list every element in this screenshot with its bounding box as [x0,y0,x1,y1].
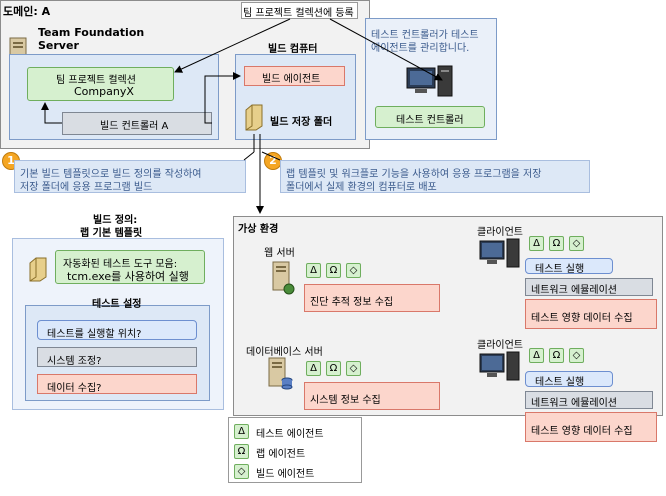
build-definition-subtitle: 랩 기본 템플릿 [80,228,143,239]
test-tools-line1: 자동화된 테스트 도구 모음: [63,259,178,270]
tfs-title-line2: Server [38,39,79,52]
client2-computer-icon [478,351,522,383]
client1-network-emulation[interactable] [525,278,653,296]
web-server-box-label: 진단 추적 정보 수집 [310,297,394,308]
client1-test-agent-icon: Δ [529,236,544,251]
legend-test-agent: 테스트 에이전트 [256,429,324,440]
legend-build-agent-icon: ◇ [234,464,249,479]
step1-line1: 기본 빌드 템플릿으로 빌드 정의를 작성하여 [20,169,202,180]
system-tuning-label: 시스템 조정? [47,356,102,367]
collection-name: CompanyX [74,85,134,98]
legend-lab-agent-icon: Ω [234,444,249,459]
build-computer-title: 빌드 컴퓨터 [268,44,318,55]
build-agent-label: 빌드 에이전트 [262,74,321,85]
client2-test-impact[interactable] [525,412,657,442]
build-agent-box[interactable] [244,66,345,86]
computer-icon [405,64,455,98]
client1-run-tests-label: 테스트 실행 [535,264,585,275]
client1-run-tests[interactable] [525,258,613,274]
build-controller-label: 빌드 컨트롤러 A [100,121,169,132]
client2-label: 클라이언트 [477,340,523,351]
data-collection-box[interactable] [37,374,197,394]
db-test-agent-icon: Δ [306,361,321,376]
db-build-agent-icon: ◇ [346,361,361,376]
legend-test-agent-icon: Δ [234,424,249,439]
where-to-run-label: 테스트를 실행할 위치? [47,329,142,340]
client1-computer-icon [478,238,522,270]
tools-folder-icon [28,255,48,283]
test-controller-note-2: 에이전트를 관리합니다. [371,43,470,54]
collection-label: 팀 프로젝트 컬렉션 [56,75,136,86]
web-server-label: 웹 서버 [264,248,295,259]
web-test-agent-icon: Δ [306,263,321,278]
test-tools-box[interactable] [55,250,205,284]
client2-network-emulation[interactable] [525,391,653,409]
client1-label: 클라이언트 [477,227,523,238]
register-callout [241,2,358,19]
folder-icon [244,102,264,132]
build-definition-title: 빌드 정의: [93,215,138,226]
step2-line2: 폴더에서 실제 환경의 컴퓨터로 배포 [286,182,437,193]
step1-box [14,160,246,193]
step2-box [280,160,590,193]
web-server-icon [270,260,296,296]
client2-run-tests-label: 테스트 실행 [535,377,585,388]
legend-panel [228,417,362,483]
test-tools-line2: tcm.exe를 사용하여 실행 [67,270,189,283]
client2-run-tests[interactable] [525,371,613,387]
test-controller-box[interactable] [375,106,485,128]
client2-test-impact-label: 테스트 영향 데이터 수집 [531,426,633,437]
client1-test-impact-label: 테스트 영향 데이터 수집 [531,313,633,324]
legend-build-agent: 빌드 에이전트 [256,469,315,480]
virtual-env-title: 가상 환경 [238,224,279,235]
db-server-icon [266,356,294,392]
test-controller-label: 테스트 컨트롤러 [396,115,464,126]
step1-line2: 저장 폴더에 응용 프로그램 빌드 [20,182,153,193]
db-server-label: 데이터베이스 서버 [246,347,323,358]
db-server-box-label: 시스템 정보 수집 [310,395,381,406]
web-lab-agent-icon: Ω [326,263,341,278]
legend-lab-agent: 랩 에이전트 [256,449,306,460]
client1-build-agent-icon: ◇ [569,236,584,251]
client2-lab-agent-icon: Ω [549,348,564,363]
step2-line1: 랩 템플릿 및 워크플로 기능을 사용하여 응용 프로그램을 저장 [286,169,542,180]
where-to-run-box[interactable] [37,320,197,340]
test-controller-note-1: 테스트 컨트롤러가 테스트 [371,30,479,41]
client1-test-impact[interactable] [525,299,657,329]
drop-folder-label: 빌드 저장 폴더 [270,117,333,128]
db-lab-agent-icon: Ω [326,361,341,376]
web-build-agent-icon: ◇ [346,263,361,278]
data-collection-label: 데이터 수집? [47,383,102,394]
client2-test-agent-icon: Δ [529,348,544,363]
db-server-box[interactable] [304,382,440,410]
client2-build-agent-icon: ◇ [569,348,584,363]
test-settings-title: 테스트 설정 [92,299,142,310]
client1-lab-agent-icon: Ω [549,236,564,251]
web-server-box[interactable] [304,284,440,312]
register-callout-text: 팀 프로젝트 컬렉션에 등록 [243,8,354,19]
client1-network-emulation-label: 네트워크 에뮬레이션 [531,285,617,296]
client2-network-emulation-label: 네트워크 에뮬레이션 [531,398,617,409]
team-project-collection[interactable] [27,67,174,101]
system-tuning-box[interactable] [37,347,197,367]
domain-label: 도메인: A [3,5,51,18]
tfs-title-line1: Team Foundation [38,26,145,39]
